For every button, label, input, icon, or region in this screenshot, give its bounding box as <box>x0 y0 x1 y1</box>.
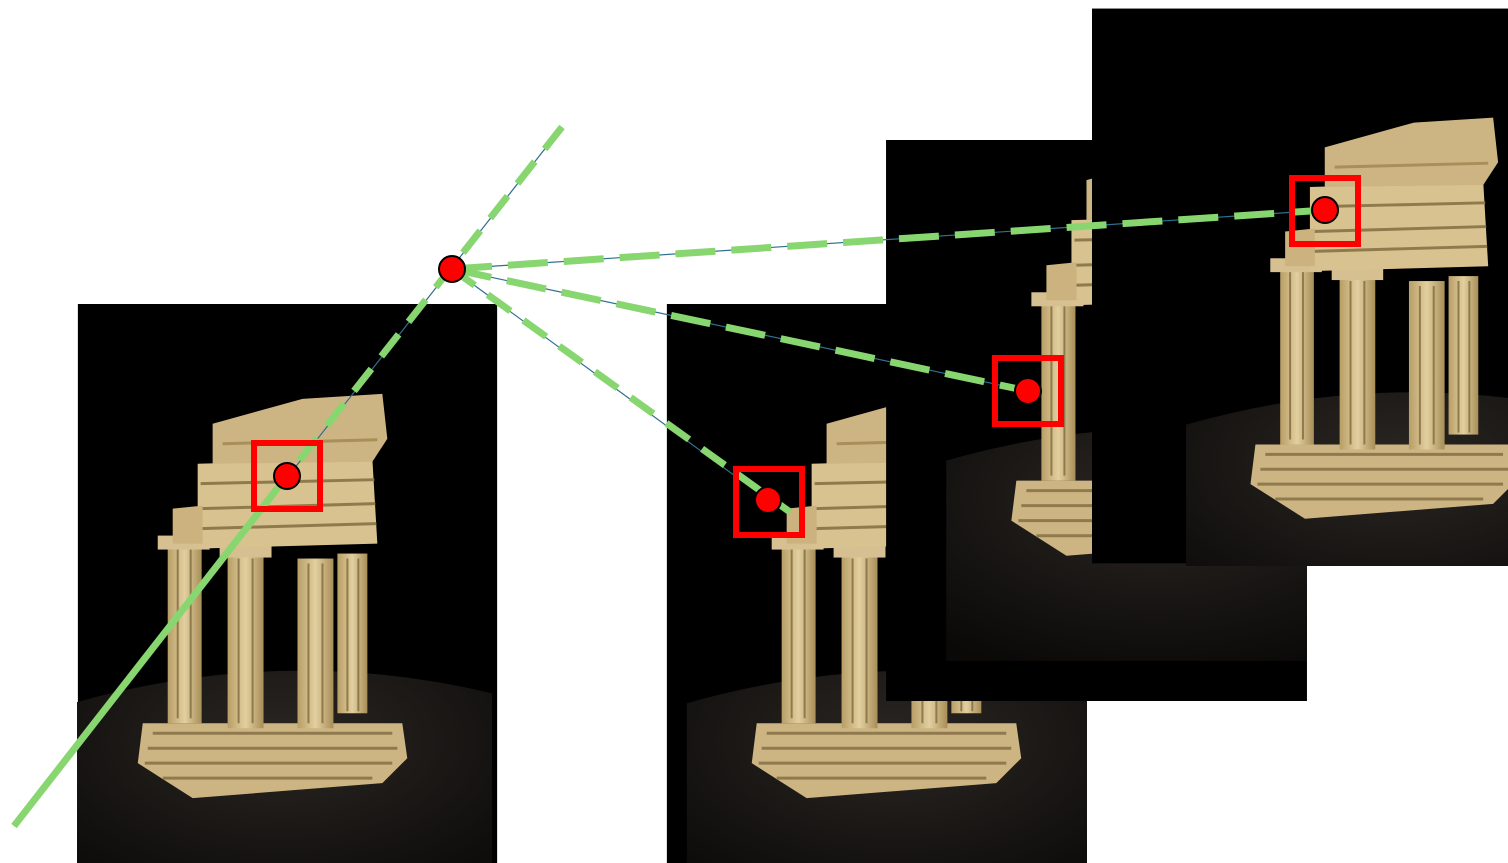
photo-view-4-front <box>1092 8 1508 566</box>
projection-in-view-2 <box>754 486 782 514</box>
photo-view-1 <box>77 304 498 863</box>
patch-box-view-1 <box>251 440 323 512</box>
ray-group <box>11 124 1326 829</box>
ray-to-view-2 <box>449 266 793 515</box>
points <box>273 196 1339 514</box>
ray-to-view-4 <box>451 206 1326 273</box>
ray-to-view-1-solid <box>11 473 290 829</box>
projection-in-view-4 <box>1311 196 1339 224</box>
patch-box-view-2 <box>733 466 805 538</box>
ray-to-view-3 <box>451 265 1029 395</box>
projection-in-view-3 <box>1014 377 1042 405</box>
ray-to-view-1-dashed <box>284 124 565 479</box>
patch-box-view-4 <box>1289 175 1361 247</box>
patch-box-view-3 <box>992 355 1064 427</box>
3d-point <box>438 255 466 283</box>
patch-boxes <box>251 175 1361 538</box>
projection-in-view-1 <box>273 462 301 490</box>
